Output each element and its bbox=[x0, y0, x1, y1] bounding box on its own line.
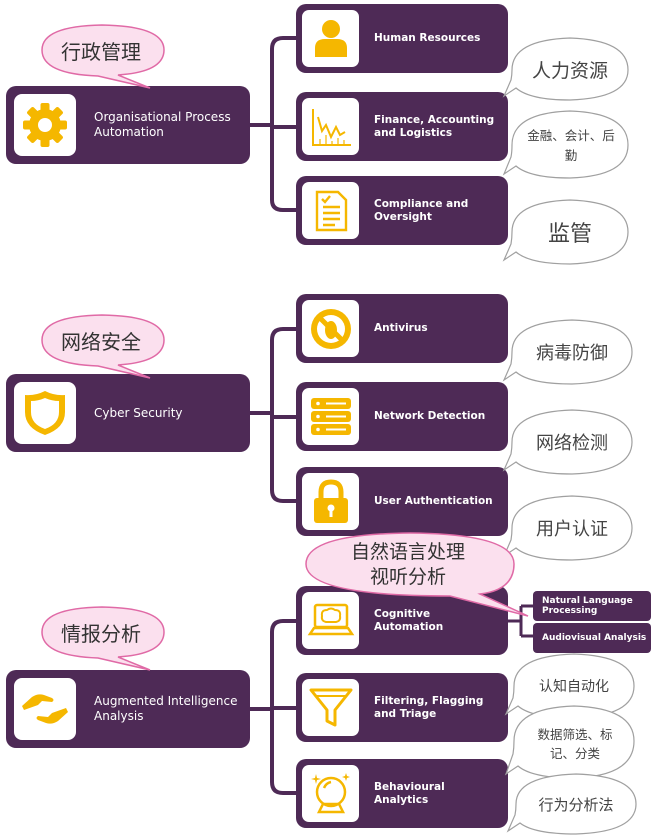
item-filtering: Filtering, Flagging and Triage bbox=[296, 673, 508, 742]
note-user-authentication: 用户认证 bbox=[536, 519, 608, 540]
item-user-authentication: User Authentication bbox=[296, 467, 508, 536]
note-behavioural: 行为分析法 bbox=[538, 795, 614, 814]
item-finance: Finance, Accounting and Logistics bbox=[296, 92, 508, 161]
note-cognitive: 认知自动化 bbox=[539, 679, 609, 695]
category-process-automation: Organisational Process Automation bbox=[6, 86, 250, 164]
category-label: Organisational Process Automation bbox=[94, 110, 231, 139]
item-antivirus: Antivirus bbox=[296, 294, 508, 363]
item-behavioural-analytics: Behavioural Analytics bbox=[296, 759, 508, 828]
note-compliance: 监管 bbox=[547, 222, 592, 247]
note-human-resources: 人力资源 bbox=[531, 59, 608, 82]
laptop-brain-icon bbox=[302, 592, 359, 649]
note-network-detection: 网络检测 bbox=[536, 433, 608, 454]
person-icon bbox=[302, 10, 359, 67]
callout-admin: 行政管理 bbox=[38, 20, 172, 90]
item-network-detection: Network Detection bbox=[296, 382, 508, 451]
callout-security: 网络安全 bbox=[38, 310, 172, 380]
shield-icon bbox=[14, 382, 76, 444]
category-augmented-intelligence: Augmented Intelligence Analysis bbox=[6, 670, 250, 748]
note-antivirus: 病毒防御 bbox=[536, 343, 608, 364]
line-chart-icon bbox=[302, 98, 359, 155]
note-filtering: 数据筛选、标记、分类 bbox=[537, 727, 613, 761]
no-bug-icon bbox=[302, 300, 359, 357]
callout-intelligence: 情报分析 bbox=[38, 602, 172, 672]
crystal-ball-icon bbox=[302, 765, 359, 822]
server-icon bbox=[302, 388, 359, 445]
padlock-icon bbox=[302, 473, 359, 530]
note-finance: 金融、会计、后勤 bbox=[527, 128, 615, 163]
callout-nlp-audiovisual: 自然语言处理 视听分析 bbox=[300, 528, 530, 620]
subitem-audiovisual: Audiovisual Analysis bbox=[533, 623, 651, 653]
gear-icon bbox=[14, 94, 76, 156]
item-human-resources: Human Resources bbox=[296, 4, 508, 73]
hands-icon bbox=[14, 678, 76, 740]
category-cyber-security: Cyber Security bbox=[6, 374, 250, 452]
funnel-icon bbox=[302, 679, 359, 736]
subitem-nlp: Natural Language Processing bbox=[533, 591, 651, 621]
document-check-icon bbox=[302, 182, 359, 239]
item-compliance: Compliance and Oversight bbox=[296, 176, 508, 245]
